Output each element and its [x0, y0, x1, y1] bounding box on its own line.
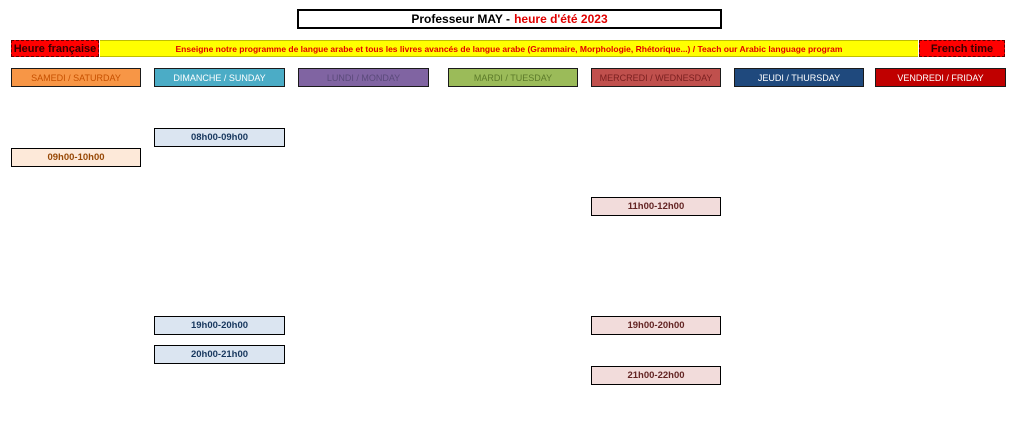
time-slot-saturday: 09h00-10h00	[11, 148, 141, 167]
french-time-label-left: Heure française	[11, 40, 99, 57]
time-slot-sunday: 19h00-20h00	[154, 316, 285, 335]
time-slot-wednesday: 21h00-22h00	[591, 366, 721, 385]
time-slot-wednesday: 11h00-12h00	[591, 197, 721, 216]
day-header-sunday: DIMANCHE / SUNDAY	[154, 68, 285, 87]
day-header-tuesday: MARDI / TUESDAY	[448, 68, 578, 87]
day-header-friday: VENDREDI / FRIDAY	[875, 68, 1006, 87]
time-slot-wednesday: 19h00-20h00	[591, 316, 721, 335]
page-title: Professeur MAY - heure d'été 2023	[297, 9, 722, 29]
title-accent: heure d'été 2023	[514, 12, 608, 26]
french-time-label-right: French time	[919, 40, 1005, 57]
day-header-wednesday: MERCREDI / WEDNESDAY	[591, 68, 721, 87]
title-main: Professeur MAY -	[411, 12, 511, 26]
time-slot-sunday: 08h00-09h00	[154, 128, 285, 147]
time-slot-sunday: 20h00-21h00	[154, 345, 285, 364]
program-banner: Enseigne notre programme de langue arabe…	[100, 40, 918, 57]
day-header-monday: LUNDI / MONDAY	[298, 68, 429, 87]
day-header-thursday: JEUDI / THURSDAY	[734, 68, 864, 87]
day-header-saturday: SAMEDI / SATURDAY	[11, 68, 141, 87]
